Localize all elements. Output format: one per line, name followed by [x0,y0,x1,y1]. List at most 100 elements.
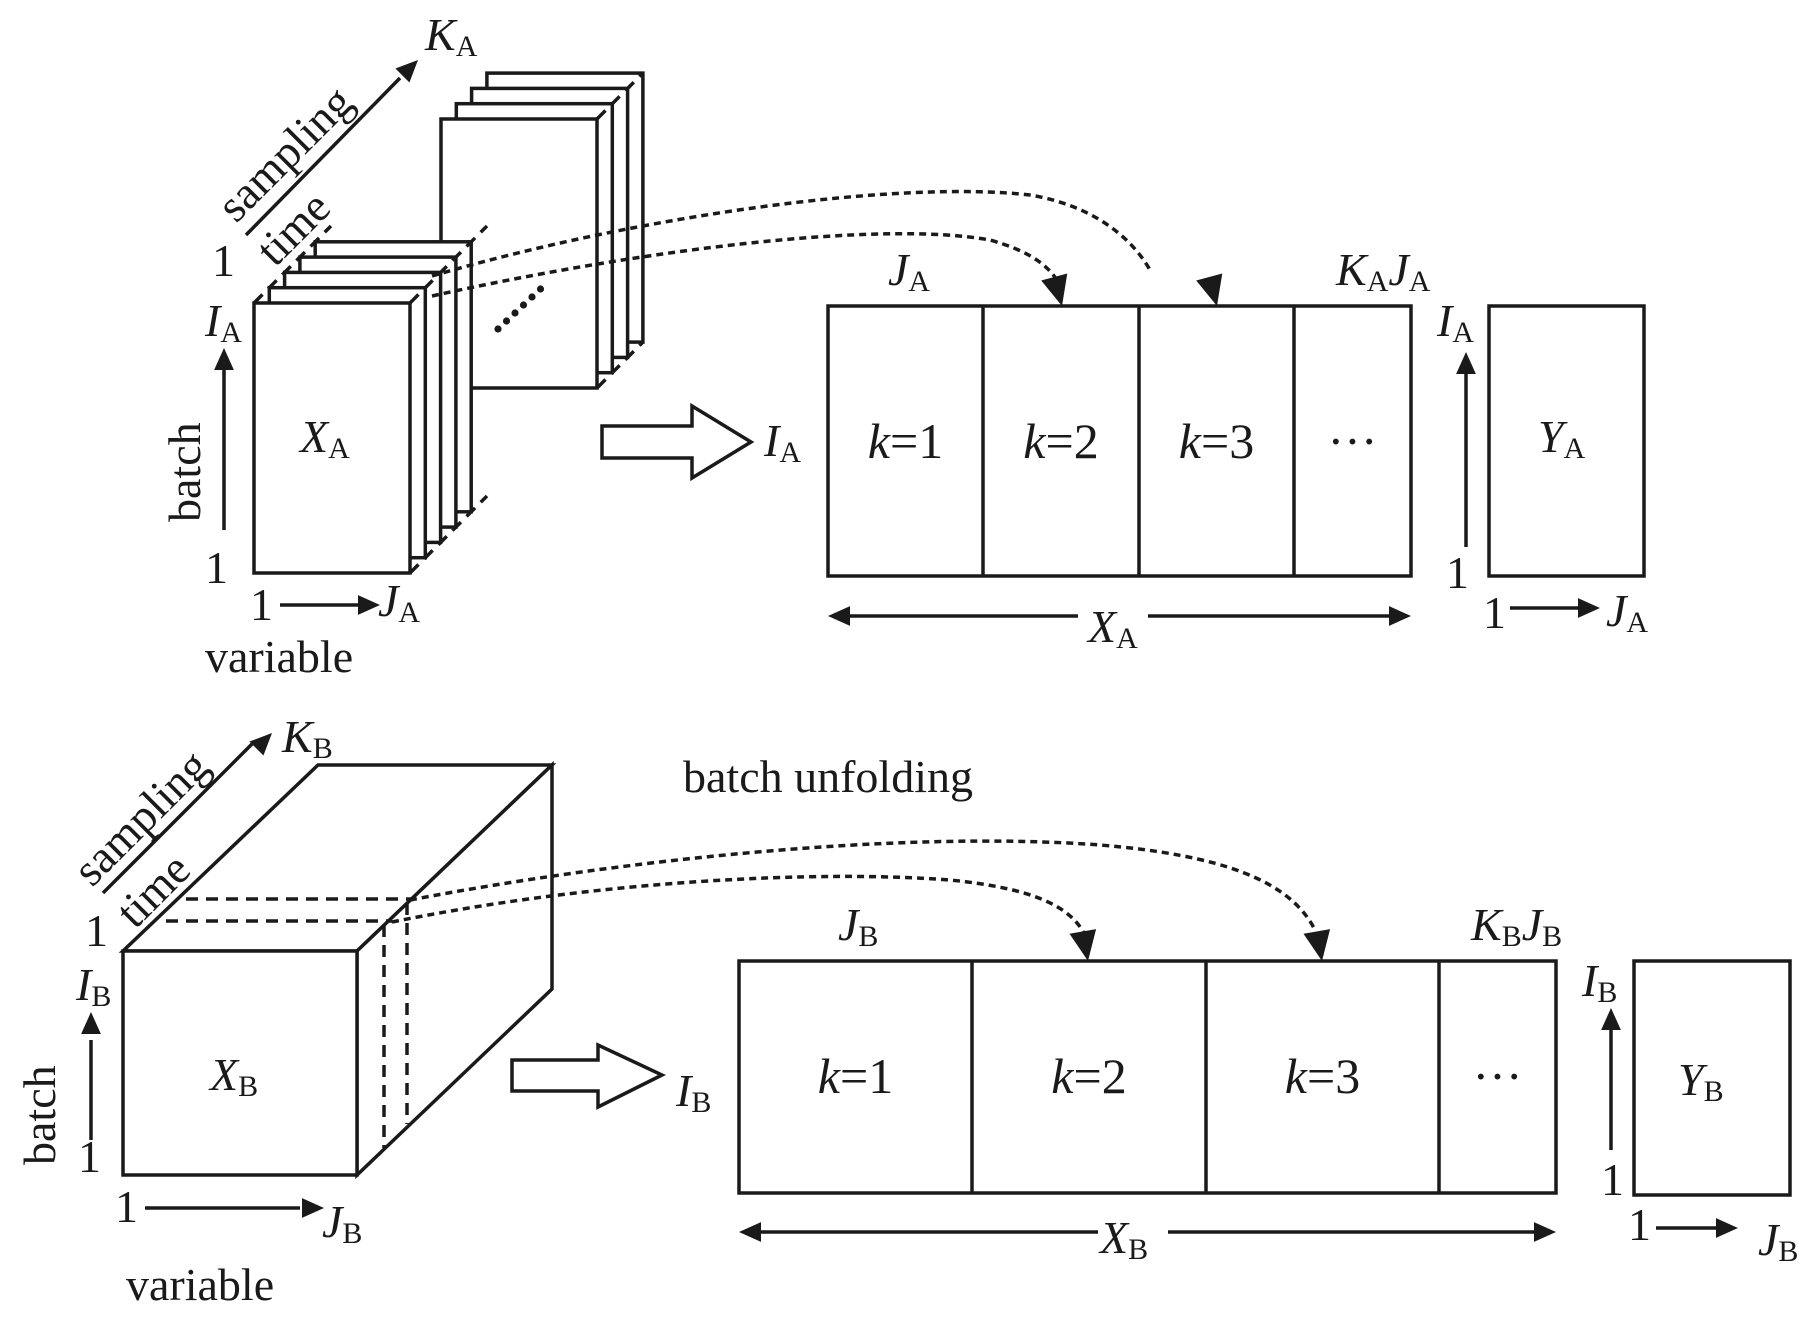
ellipsis-dot [528,293,536,301]
output-label-a: YA [1538,411,1586,465]
axis-batch-arrowhead-b [81,1012,101,1034]
output-row-end-a: IA [1436,295,1474,349]
axis-time-arrowhead-b [249,733,272,756]
block-label-k1: k=1 [818,1048,893,1104]
block-eq: =2 [1074,1048,1127,1104]
block-label-k3: k=3 [1179,413,1254,469]
block-var: k [1179,413,1202,469]
axis-variable-start-b: 1 [115,1181,138,1232]
output-row-axis-arrowhead-b [1601,1008,1621,1030]
curve-arrow-a-k3 [431,189,1152,278]
block-label-k2: k=2 [1023,413,1098,469]
span-arrowhead-left-a [828,606,850,626]
curve-arrowhead-a-k2 [1041,273,1068,306]
slab-front-1 [252,301,412,575]
axis-batch-arrowhead-a [214,348,234,370]
tensor-label-a: XA [298,411,350,465]
axis-batch-end-b: IB [75,959,111,1013]
unfolded-span-label-a: XA [1086,601,1138,655]
block-label-k3: k=3 [1285,1048,1360,1104]
cube-front-face-b [121,949,359,1177]
axis-time-start-a: 1 [212,235,235,286]
unfolded-matrix-a [826,304,1413,578]
block-var: k [818,1048,841,1104]
axis-time-line-b [101,740,256,895]
unfolded-col-start-label-b: JB [838,899,878,953]
dashed-edge-front-top-left [252,224,333,305]
tensor-a-front-slabs [252,224,489,575]
axis-time-end-b: KB [281,711,333,765]
axis-time-line-a [244,76,402,237]
dynamic-layer [81,60,1792,1242]
block-eq: =3 [1307,1048,1360,1104]
curve-arrow-a-k2 [431,231,1059,298]
unfolded-row-label-b: IB [675,1065,711,1119]
block-label-k2: k=2 [1051,1048,1126,1104]
block-eq: ··· [1473,1048,1523,1104]
block-var: k [1023,413,1046,469]
curve-arrowhead-a-k3 [1196,273,1223,306]
dashed-edge-back-top [595,71,645,121]
output-col-start-b: 1 [1628,1199,1651,1250]
block-eq: ··· [1328,413,1378,469]
block-eq: =1 [840,1048,893,1104]
axis-time-start-b: 1 [85,905,108,956]
unfolded-col-start-label-a: JA [888,244,930,298]
block-label-k4: ··· [1328,413,1378,469]
unfolded-col-end-label-b: KBJB [1470,899,1562,953]
axis-batch-label-b: batch [14,1065,65,1165]
dashed-edge-front-bottom [408,494,489,575]
block-var: k [1051,1048,1074,1104]
output-row-end-b: IB [1581,955,1617,1009]
axis-time-end-a: KA [424,9,478,63]
ellipsis-dot [494,325,502,333]
output-col-axis-arrowhead-a [1578,598,1600,618]
block-arrow-b [510,1042,667,1110]
block-arrow-a [600,402,755,482]
block-var: k [868,413,891,469]
output-col-end-b: JB [1758,1214,1798,1268]
unfolded-matrix-b [737,959,1558,1195]
block-eq: =2 [1046,413,1099,469]
axis-variable-start-a: 1 [250,579,273,630]
output-col-end-a: JA [1606,585,1648,639]
tensor-label-b: XB [208,1049,258,1103]
output-row-start-a: 1 [1446,547,1469,598]
block-eq: =1 [890,413,943,469]
axis-variable-end-a: JA [378,575,420,629]
axis-batch-end-a: IA [204,295,242,349]
axis-batch-start-b: 1 [78,1131,101,1182]
output-col-axis-arrowhead-b [1716,1218,1738,1238]
axis-variable-arrowhead-a [358,595,380,615]
ellipsis-dot [519,301,528,309]
axis-variable-arrowhead-b [302,1198,324,1218]
axis-variable-label-b: variable [126,1259,274,1310]
span-arrowhead-right-b [1534,1222,1556,1242]
output-matrix-a [1487,304,1646,578]
unfolded-col-end-label-a: KAJA [1335,244,1431,298]
curve-arrow-b-k3 [409,839,1317,931]
dashed-edge-back-bottom [595,340,645,390]
curve-arrowhead-b-k2 [1069,929,1097,961]
ellipsis-dot [511,309,519,317]
span-arrowhead-right-a [1389,606,1411,626]
axis-time-arrowhead-a [395,60,418,83]
dashed-edge-front-top-right [408,224,489,305]
ellipsis-dot [536,285,545,293]
block-var: k [1285,1048,1308,1104]
output-row-start-b: 1 [1601,1154,1624,1205]
axis-variable-end-b: JB [322,1196,362,1250]
output-label-b: YB [1678,1054,1724,1108]
curve-arrowhead-b-k3 [1303,929,1331,961]
output-row-axis-arrowhead-a [1456,352,1476,374]
unfolded-span-label-b: XB [1098,1212,1148,1266]
curve-arrow-b-k2 [391,874,1087,936]
axis-batch-label-a: batch [159,422,210,522]
axis-variable-label-a: variable [205,631,353,682]
block-eq: =3 [1201,413,1254,469]
output-matrix-b [1632,959,1792,1197]
ellipsis-dot [502,317,511,325]
